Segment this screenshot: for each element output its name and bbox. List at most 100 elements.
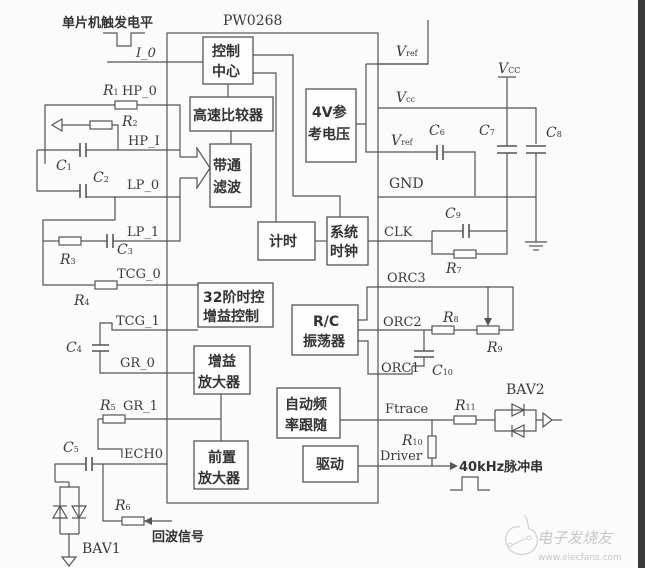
label-c7: C7 — [479, 123, 495, 139]
r2-ground-arrow-icon — [50, 117, 63, 133]
label-r10: R10 — [401, 433, 423, 449]
pin-orc3: ORC3 — [387, 271, 426, 286]
label-r4: R4 — [73, 293, 90, 309]
pin-gr0: GR_0 — [120, 356, 155, 371]
pin-ech0: ECH0 — [124, 447, 163, 462]
wire-hp0-left — [44, 104, 115, 164]
pin-clk: CLK — [384, 225, 413, 240]
bav2-ground-icon — [542, 411, 553, 429]
block-bandpass-filter: 带通 滤波 — [209, 143, 252, 208]
wire-hp0 — [137, 104, 181, 157]
label-r8: R8 — [442, 310, 459, 326]
svg-text:自动频: 自动频 — [285, 396, 327, 413]
label-r2: R2 — [121, 114, 138, 130]
resistor-r4 — [94, 280, 118, 290]
svg-text:驱动: 驱动 — [316, 456, 344, 473]
label-r1: R1 — [102, 83, 119, 99]
diode-bav1 — [51, 486, 88, 567]
chip-outline — [166, 32, 379, 504]
block-vref-generator: 4V参 考电压 — [305, 88, 357, 163]
diode-bav2 — [494, 403, 562, 438]
block-driver: 驱动 — [302, 445, 359, 483]
watermark-logo-icon — [505, 514, 538, 556]
watermark: 电子发烧友 www.elecfans.com — [505, 514, 622, 563]
resistor-r7 — [453, 249, 477, 259]
svg-text:考电压: 考电压 — [308, 126, 350, 143]
wire-vcc — [378, 107, 537, 144]
label-vcc-supply: VCC — [498, 61, 520, 77]
watermark-cn: 电子发烧友 — [537, 529, 614, 547]
label-c1: C1 — [56, 158, 72, 174]
resistor-r2 — [89, 120, 113, 130]
label-c5: C5 — [63, 440, 79, 456]
svg-text:系统: 系统 — [330, 224, 358, 241]
block-system-clock: 系统 时钟 — [326, 216, 369, 266]
trigger-pulse-symbol — [103, 32, 145, 47]
ground-icon — [525, 241, 547, 251]
resistor-r1 — [114, 100, 138, 110]
svg-text:R/C: R/C — [313, 314, 339, 330]
svg-text:放大器: 放大器 — [197, 470, 241, 487]
svg-text:高速比较器: 高速比较器 — [193, 107, 264, 124]
bav1-ground-icon — [60, 556, 78, 567]
svg-text:中心: 中心 — [212, 63, 240, 80]
resistor-r8 — [431, 325, 455, 335]
pin-gnd: GND — [389, 176, 424, 192]
resistor-r10 — [427, 435, 437, 459]
label-c6: C6 — [429, 123, 445, 139]
label-r6: R6 — [114, 498, 131, 514]
label-c4: C4 — [66, 340, 82, 356]
svg-text:增益: 增益 — [208, 353, 236, 370]
pin-lp1: LP_1 — [127, 225, 159, 240]
resistor-r11 — [453, 415, 477, 425]
pin-gr1: GR_1 — [123, 399, 158, 414]
svg-text:时钟: 时钟 — [330, 243, 358, 260]
pin-io: I_0 — [135, 46, 156, 61]
svg-text:滤波: 滤波 — [213, 179, 242, 196]
chip-name: PW0268 — [223, 13, 282, 29]
svg-text:带通: 带通 — [213, 158, 241, 174]
pulse-train-label: 40kHz脉冲串 — [459, 459, 543, 475]
echo-signal-label: 回波信号 — [152, 529, 204, 545]
potentiometer-r9 — [476, 325, 500, 335]
pin-tcg0: TCG_0 — [117, 267, 161, 282]
label-c2: C2 — [93, 170, 109, 186]
svg-text:计时: 计时 — [269, 233, 297, 250]
echo-input-arrow-icon — [144, 517, 152, 525]
svg-text:放大器: 放大器 — [197, 374, 241, 391]
pin-vref-top: Vref — [396, 44, 419, 60]
pin-hp0: HP_0 — [122, 84, 157, 99]
pin-hpi: HP_I — [128, 134, 160, 149]
filter-input-arrow — [180, 145, 211, 191]
pin-lp0: LP_0 — [127, 178, 159, 193]
pulse-symbol — [450, 476, 490, 491]
label-r3: R3 — [59, 252, 76, 268]
block-afc: 自动频 率跟随 — [276, 387, 341, 439]
bav2-label: BAV2 — [506, 382, 545, 398]
pin-driver: Driver — [380, 449, 423, 464]
pin-tcg1: TCG_1 — [116, 314, 160, 329]
r9-wiper-arrow-icon — [484, 318, 492, 326]
label-r9: R9 — [486, 340, 503, 356]
resistor-r3 — [58, 236, 82, 246]
block-rc-oscillator: R/C 振荡器 — [291, 304, 359, 356]
svg-text:前置: 前置 — [208, 449, 236, 466]
svg-text:增益控制: 增益控制 — [203, 308, 259, 325]
scrollbar-edge — [638, 0, 645, 568]
block-timer: 计时 — [257, 221, 316, 261]
label-c9: C9 — [445, 206, 461, 222]
block-tcg-control: 32阶时控 增益控制 — [197, 282, 274, 328]
resistor-r5 — [102, 414, 126, 424]
label-c3: C3 — [117, 242, 133, 258]
pin-orc1: ORC1 — [381, 361, 420, 376]
block-control-center: 控制 中心 — [202, 36, 254, 85]
resistor-r6 — [121, 516, 145, 526]
label-c8: C8 — [546, 125, 562, 141]
pin-ftrace: Ftrace — [385, 402, 428, 417]
label-r7: R7 — [445, 261, 462, 277]
watermark-url: www.elecfans.com — [538, 553, 622, 563]
pin-orc2: ORC2 — [383, 315, 422, 330]
pin-vcc: Vcc — [396, 90, 416, 106]
